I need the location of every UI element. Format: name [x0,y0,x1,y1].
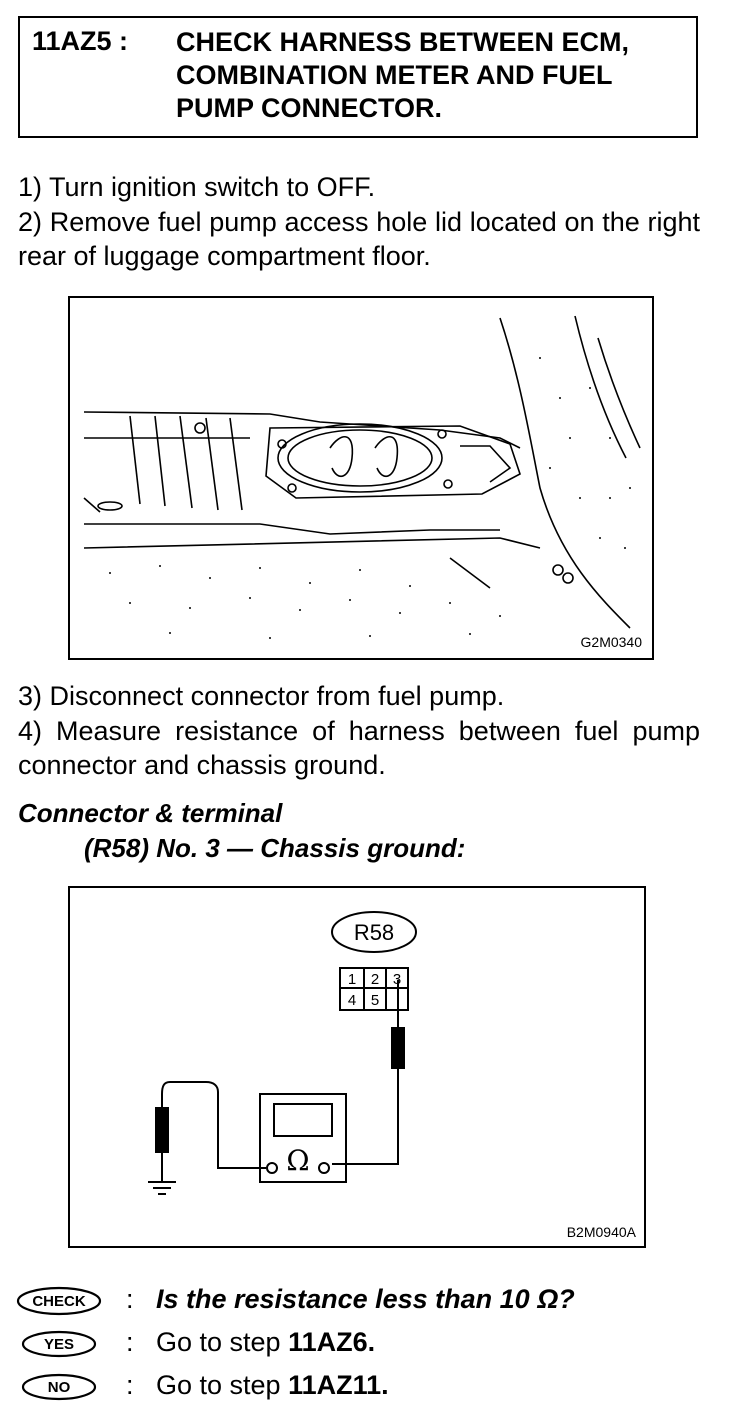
no-answer: Go to step 11AZ11. [156,1370,389,1400]
step-4: 4) Measure resistance of harness between… [18,716,700,780]
yes-badge-icon: YES [21,1330,97,1358]
check-badge-icon: CHECK [16,1286,102,1316]
figure-luggage-floor: G2M0340 [68,296,654,660]
step-1: 1) Turn ignition switch to OFF. [18,172,376,202]
figure-2-id: B2M0940A [566,1224,636,1240]
yes-row: YES : Go to step 11AZ6. [16,1327,716,1363]
measurement-diagram: R58 1 2 3 4 5 Ω [148,911,417,1195]
pin-2: 2 [371,971,379,988]
pin-4: 4 [348,992,356,1009]
luggage-floor-illustration [83,315,641,639]
svg-text:NO: NO [48,1379,71,1396]
no-row: NO : Go to step 11AZ11. [16,1370,716,1406]
pin-5: 5 [371,992,379,1009]
step-title: CHECK HARNESS BETWEEN ECM, COMBINATION M… [176,27,630,123]
step-id: 11AZ5 : [32,26,129,56]
check-question: Is the resistance less than 10 Ω? [156,1284,575,1314]
connector-detail: (R58) No. 3 — Chassis ground: [84,833,466,863]
connector-heading: Connector & terminal [18,798,283,828]
connector-label-oval [331,911,417,953]
no-target-step[interactable]: 11AZ11. [288,1370,389,1400]
check-row: CHECK : Is the resistance less than 10 Ω… [16,1284,716,1320]
connector-label: R58 [354,920,394,945]
ohm-symbol: Ω [286,1144,309,1177]
figure-1-id: G2M0340 [580,634,642,650]
svg-text:YES: YES [44,1336,74,1353]
figure-measurement-diagram: R58 1 2 3 4 5 Ω B2M0940A [68,886,646,1248]
step-3: 3) Disconnect connector from fuel pump. [18,681,505,711]
step-2: 2) Remove fuel pump access hole lid loca… [18,207,700,271]
step-header-box: 11AZ5 : CHECK HARNESS BETWEEN ECM, COMBI… [18,16,698,138]
no-badge-icon: NO [21,1373,97,1401]
pin-1: 1 [348,971,356,988]
yes-target-step[interactable]: 11AZ6. [288,1327,376,1357]
pin-3: 3 [393,971,401,988]
yes-answer: Go to step 11AZ6. [156,1327,376,1357]
svg-text:CHECK: CHECK [32,1293,86,1310]
